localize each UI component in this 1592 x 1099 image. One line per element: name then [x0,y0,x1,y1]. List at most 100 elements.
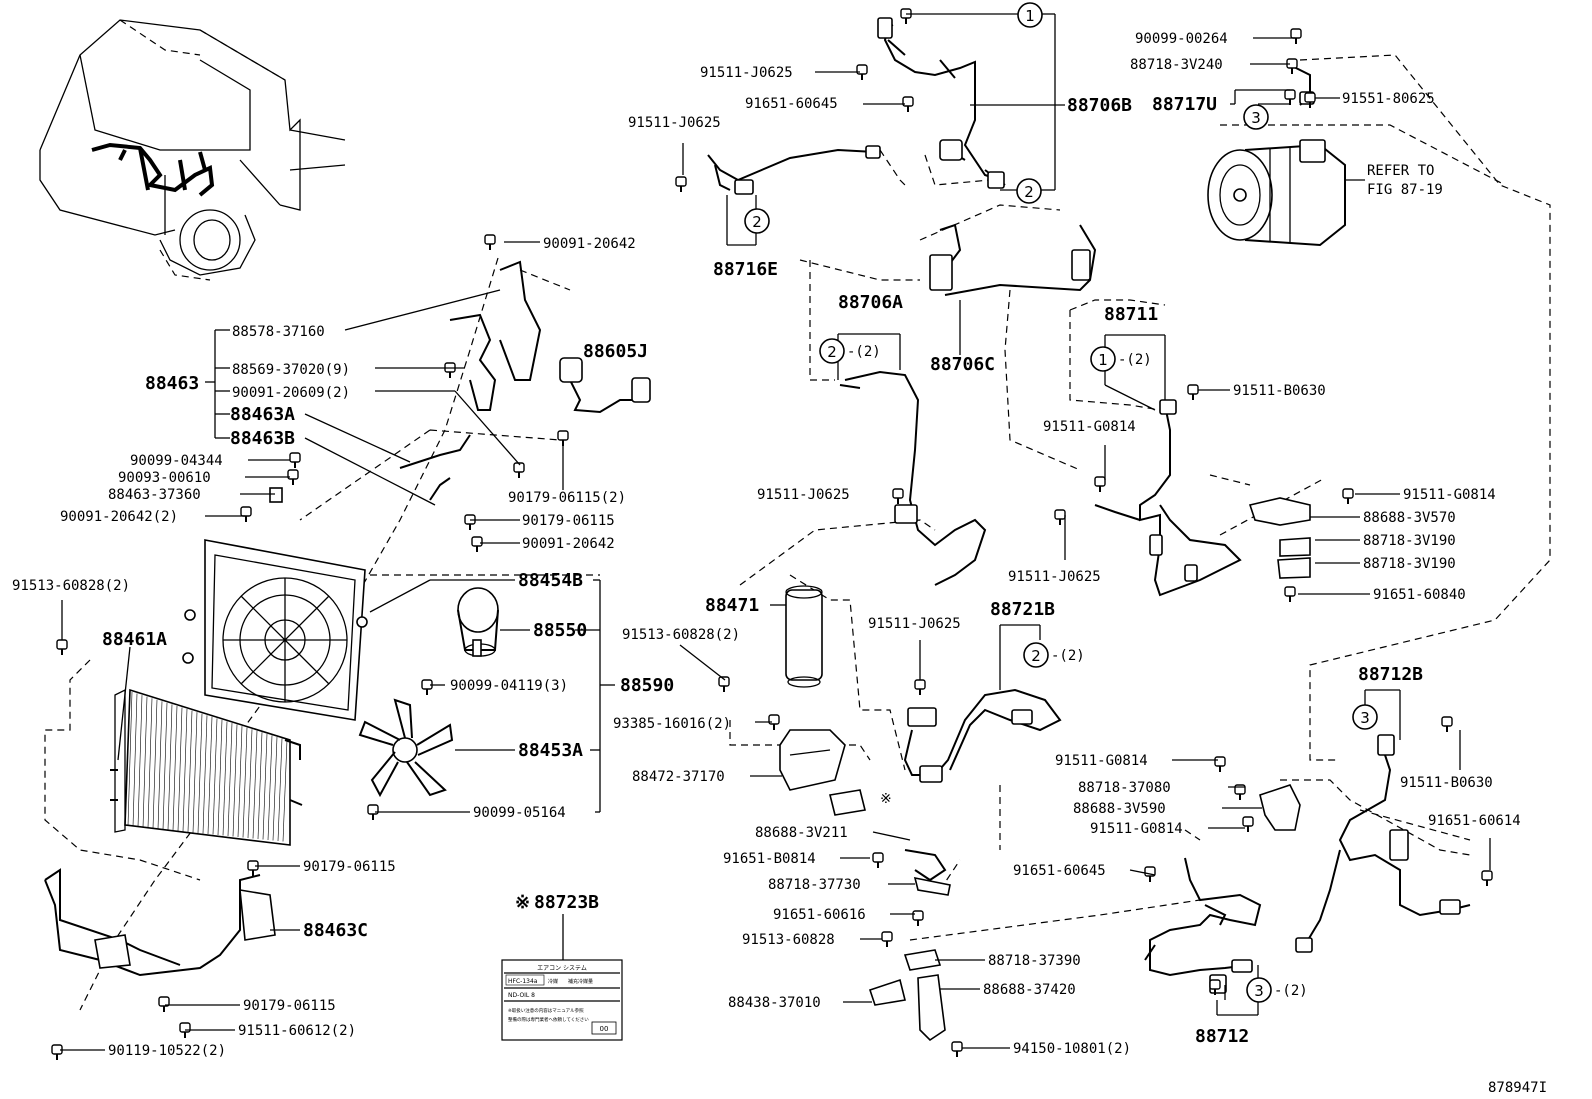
callout-number: 2 [1031,647,1041,665]
part-number-label[interactable]: 88718-3V240 [1130,57,1223,73]
part-number-label[interactable]: 88569-37020(9) [232,362,350,378]
part-number-label[interactable]: 91511-G0814 [1055,753,1148,769]
fan-blade [358,698,454,798]
part-number-label[interactable]: 88454B [518,570,583,591]
part-number-label[interactable]: 88718-37730 [768,877,861,893]
part-number-label[interactable]: 88578-37160 [232,324,325,340]
part-number-label[interactable]: 91511-G0814 [1090,821,1183,837]
group-label[interactable]: 88590 [620,675,674,696]
part-number-label[interactable]: 88463C [303,920,368,941]
part-number-label[interactable]: 90119-10522(2) [108,1043,226,1059]
part-number-label[interactable]: 88688-3V590 [1073,801,1166,817]
group-label[interactable]: 88717U [1152,94,1217,115]
part-number-label[interactable]: 88688-3V211 [755,825,848,841]
part-number-label[interactable]: 90091-20609(2) [232,385,350,401]
group-label[interactable]: 88463 [145,373,199,394]
part-number-label[interactable]: 91511-J0625 [628,115,721,131]
part-number-label[interactable]: 88718-37390 [988,953,1081,969]
callout-circle-3 [1246,977,1272,1003]
part-number-label[interactable]: 91511-J0625 [700,65,793,81]
group-label[interactable]: 88716E [713,259,778,280]
quantity-note: -(2) [1051,648,1085,664]
part-number-label[interactable]: 88453A [518,740,583,761]
condenser [110,688,303,846]
part-number-label[interactable]: 91651-60616 [773,907,866,923]
callout-circle-2 [1016,178,1042,204]
group-label[interactable]: 88706C [930,354,995,375]
part-number-label[interactable]: 90179-06115 [522,513,615,529]
part-number-label[interactable]: 91511-B0630 [1233,383,1326,399]
group-label[interactable]: 88706B [1067,95,1132,116]
part-number-label[interactable]: 90091-20642(2) [60,509,178,525]
part-number-label[interactable]: 90179-06115(2) [508,490,626,506]
part-number-label[interactable]: 91651-60614 [1428,813,1521,829]
part-number-label[interactable]: 88718-3V190 [1363,556,1456,572]
part-number-label[interactable]: 90099-05164 [473,805,566,821]
condenser-fin [272,736,278,841]
group-label[interactable]: 88706A [838,292,903,313]
part-number-label[interactable]: 88463B [230,428,295,449]
part-number-label[interactable]: 88461A [102,629,167,650]
group-label[interactable]: 88712B [1358,664,1423,685]
part-number-label[interactable]: 88688-3V570 [1363,510,1456,526]
part-number-label[interactable]: 91651-60645 [745,96,838,112]
part-number-label[interactable]: 91511-B0630 [1400,775,1493,791]
part-number-label[interactable]: 90091-20642 [543,236,636,252]
condenser-fin [132,693,138,827]
part-number-label[interactable]: 88718-3V190 [1363,533,1456,549]
part-number-label[interactable]: 94150-10801(2) [1013,1041,1131,1057]
part-number-label[interactable]: 93385-16016(2) [613,716,731,732]
part-number-label[interactable]: 90179-06115 [243,998,336,1014]
bolt-icon [1209,979,1221,990]
part-number-label[interactable]: 90099-04344 [130,453,223,469]
condenser-fin [182,709,188,832]
part-number-label[interactable]: 88438-37010 [728,995,821,1011]
callout-number: 1 [1025,7,1035,25]
group-label[interactable]: 88712 [1195,1026,1249,1047]
refer-note[interactable]: FIG 87-19 [1367,182,1443,198]
part-number-label[interactable]: 88472-37170 [632,769,725,785]
part-number-label[interactable]: 88688-37420 [983,982,1076,998]
condenser-fin [222,721,228,836]
condenser-fin [242,727,248,838]
part-number-label[interactable]: 90179-06115 [303,859,396,875]
part-number-label[interactable]: 90093-00610 [118,470,211,486]
label-part-number[interactable]: 88723B [534,892,599,913]
bolt-icon [367,804,379,815]
part-number-label[interactable]: 88471 [705,595,759,616]
label-marker: ※ [880,791,892,807]
part-number-label[interactable]: 90099-00264 [1135,31,1228,47]
part-number-label[interactable]: 91511-60612(2) [238,1023,356,1039]
bolt-icon [892,488,904,499]
group-label[interactable]: 88711 [1104,304,1158,325]
part-number-label[interactable]: 91651-60840 [1373,587,1466,603]
part-number-label[interactable]: 88605J [583,341,648,362]
quantity-note: -(2) [1118,352,1152,368]
part-number-label[interactable]: 91513-60828(2) [12,578,130,594]
condenser-fin [217,719,223,836]
condenser-fin [172,705,178,831]
part-number-label[interactable]: 91511-G0814 [1043,419,1136,435]
part-number-label[interactable]: 90091-20642 [522,536,615,552]
part-number-label[interactable]: 91511-J0625 [1008,569,1101,585]
part-number-label[interactable]: 91511-J0625 [757,487,850,503]
part-number-label[interactable]: 91513-60828(2) [622,627,740,643]
part-number-label[interactable]: 91651-60645 [1013,863,1106,879]
group-label[interactable]: 88721B [990,599,1055,620]
part-number-label[interactable]: 91513-60828 [742,932,835,948]
sticker-refrigerant: HFC-134a [508,978,538,985]
part-number-label[interactable]: 88718-37080 [1078,780,1171,796]
sticker-oil: ND-OIL 8 [508,992,535,999]
part-number-label[interactable]: 90099-04119(3) [450,678,568,694]
bolt-icon [718,676,730,687]
part-number-label[interactable]: 91511-J0625 [868,616,961,632]
part-number-label[interactable]: 88550 [533,620,587,641]
part-number-label[interactable]: 88463A [230,404,295,425]
callout-number: 3 [1360,709,1370,727]
condenser-fin [167,704,173,831]
part-number-label[interactable]: 91511-G0814 [1403,487,1496,503]
bolt-icon [1284,586,1296,597]
part-number-label[interactable]: 91551-80625 [1342,91,1435,107]
part-number-label[interactable]: 91651-B0814 [723,851,816,867]
part-number-label[interactable]: 88463-37360 [108,487,201,503]
